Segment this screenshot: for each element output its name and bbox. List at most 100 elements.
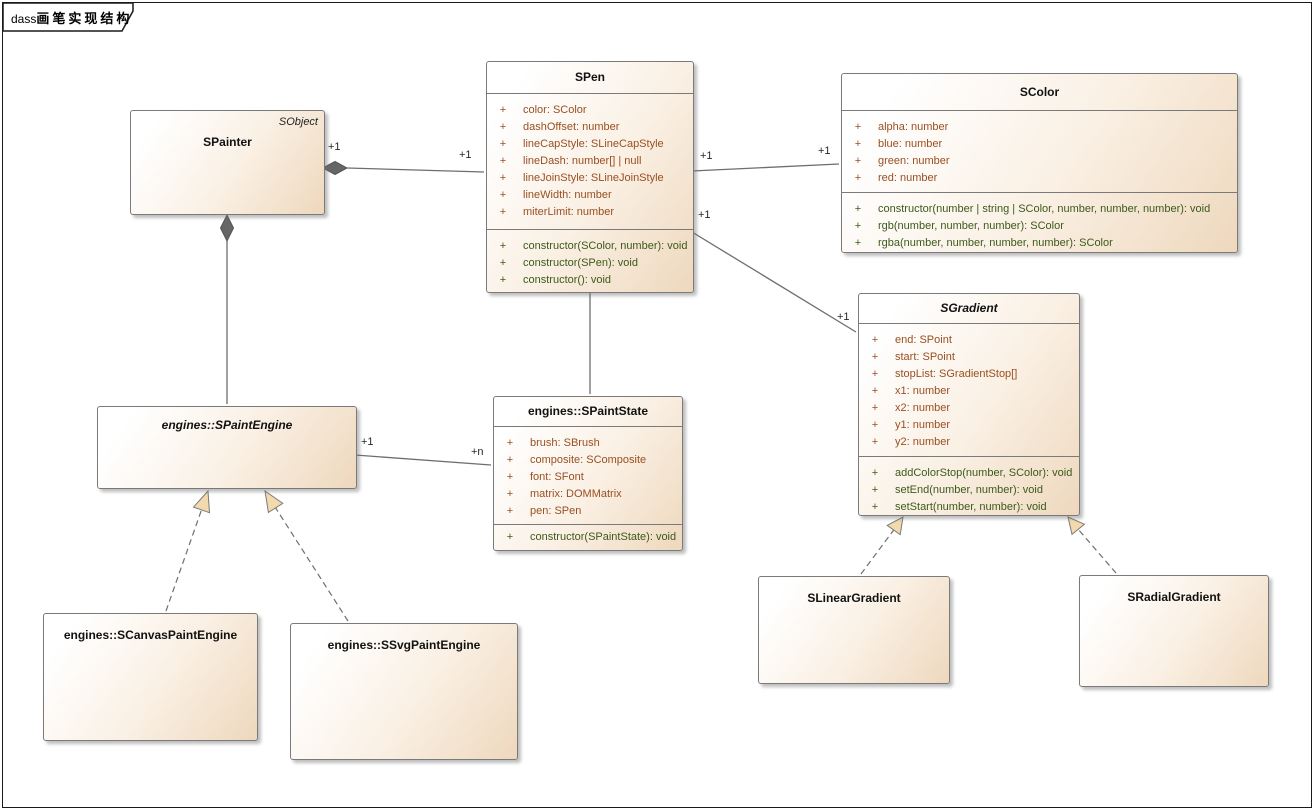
attribute-row[interactable]: +miterLimit: number	[499, 206, 615, 218]
title-compartment: engines::SCanvasPaintEngine	[44, 614, 257, 642]
class-title: SGradient	[940, 301, 998, 315]
title-compartment: engines::SPaintEngine	[98, 407, 356, 432]
class-title: engines::SSvgPaintEngine	[327, 638, 481, 652]
method-row[interactable]: +setStart(number, number): void	[871, 501, 1047, 513]
multiplicity-label: +1	[328, 141, 341, 153]
attribute-row[interactable]: +lineDash: number[] | null	[499, 155, 642, 167]
attribute-row[interactable]: +lineJoinStyle: SLineJoinStyle	[499, 172, 664, 184]
generalization-arrowhead	[264, 489, 284, 514]
class-title: SColor	[1019, 85, 1060, 99]
multiplicity-label: +1	[698, 209, 711, 221]
attribute-row[interactable]: +end: SPoint	[871, 334, 952, 346]
attribute-row[interactable]: +dashOffset: number	[499, 121, 620, 133]
attribute-row[interactable]: +lineWidth: number	[499, 189, 612, 201]
attribute-row[interactable]: +red: number	[854, 172, 938, 184]
generalization-slinear-sgradient[interactable]	[860, 516, 904, 575]
attribute-row[interactable]: +y2: number	[871, 436, 951, 448]
multiplicity-label: +1	[459, 149, 472, 161]
method-row[interactable]: +constructor(): void	[499, 274, 612, 286]
generalization-sradial-sgradient[interactable]	[1067, 516, 1117, 574]
attribute-row[interactable]: +color: SColor	[499, 104, 587, 116]
multiplicity-label: +1	[837, 311, 850, 323]
attribute-row[interactable]: +pen: SPen	[506, 505, 582, 517]
diagram-title: dass画笔实现结构	[11, 8, 132, 28]
class-title: SLinearGradient	[807, 591, 901, 605]
class-box-spaintengine[interactable]: engines::SPaintEngine	[97, 406, 357, 489]
class-title: SPen	[574, 70, 605, 84]
class-box-spaintstate[interactable]: engines::SPaintState +brush: SBrush +com…	[493, 396, 683, 551]
class-box-ssvg[interactable]: engines::SSvgPaintEngine	[290, 623, 518, 760]
title-compartment: SRadialGradient	[1080, 576, 1268, 604]
attribute-row[interactable]: +start: SPoint	[871, 351, 955, 363]
attributes-compartment: +color: SColor +dashOffset: number +line…	[487, 94, 693, 229]
attributes-compartment: +brush: SBrush +composite: SComposite +f…	[494, 427, 682, 524]
connector-spainter-spen[interactable]	[321, 160, 485, 176]
method-row[interactable]: +constructor(number | string | SColor, n…	[854, 203, 1211, 215]
class-title: engines::SPaintEngine	[161, 418, 293, 432]
method-row[interactable]: +addColorStop(number, SColor): void	[871, 467, 1073, 479]
multiplicity-label: +n	[471, 446, 484, 458]
attribute-row[interactable]: +x1: number	[871, 385, 951, 397]
class-box-slinear[interactable]: SLinearGradient	[758, 576, 950, 684]
title-compartment: engines::SPaintState	[494, 397, 682, 427]
generalization-scanvas-spaintengine[interactable]	[165, 489, 211, 612]
attribute-row[interactable]: +y1: number	[871, 419, 951, 431]
class-title: engines::SCanvasPaintEngine	[63, 628, 238, 642]
attribute-row[interactable]: +green: number	[854, 155, 950, 167]
connector-spen-scolor[interactable]	[691, 163, 840, 172]
class-box-scanvas[interactable]: engines::SCanvasPaintEngine	[43, 613, 258, 741]
title-compartment: SPen	[487, 62, 693, 94]
attributes-compartment: +end: SPoint +start: SPoint +stopList: S…	[859, 324, 1079, 456]
methods-compartment: +constructor(number | string | SColor, n…	[842, 192, 1237, 252]
method-row[interactable]: +constructor(SPen): void	[499, 257, 638, 269]
title-compartment: SObject SPainter	[131, 111, 324, 149]
attribute-row[interactable]: +composite: SComposite	[506, 454, 647, 466]
multiplicity-label: +1	[361, 436, 374, 448]
class-title: SPainter	[203, 135, 252, 149]
method-row[interactable]: +rgb(number, number, number): SColor	[854, 220, 1064, 232]
class-title: engines::SPaintState	[527, 404, 649, 418]
attribute-row[interactable]: +font: SFont	[506, 471, 584, 483]
attribute-row[interactable]: +alpha: number	[854, 121, 949, 133]
stereotype-label: SObject	[278, 116, 318, 128]
diagram-kind-label: dass	[11, 12, 37, 26]
connector-spaintengine-spaintstate[interactable]	[354, 454, 492, 466]
method-row[interactable]: +rgba(number, number, number, number): S…	[854, 237, 1113, 249]
class-box-scolor[interactable]: SColor +alpha: number +blue: number +gre…	[841, 73, 1238, 253]
diagram-frame-tab	[3, 3, 134, 32]
method-row[interactable]: +setEnd(number, number): void	[871, 484, 1043, 496]
class-title: SRadialGradient	[1127, 590, 1221, 604]
title-compartment: engines::SSvgPaintEngine	[291, 624, 517, 652]
attribute-row[interactable]: +matrix: DOMMatrix	[506, 488, 622, 500]
connector-spen-sgradient[interactable]	[691, 231, 857, 333]
title-compartment: SColor	[842, 74, 1237, 111]
multiplicity-label: +1	[700, 150, 713, 162]
class-box-spainter[interactable]: SObject SPainter	[130, 110, 325, 215]
generalization-arrowhead	[1067, 516, 1086, 536]
class-box-sgradient[interactable]: SGradient +end: SPoint +start: SPoint +s…	[858, 293, 1080, 516]
generalization-arrowhead	[192, 489, 211, 514]
methods-compartment: +constructor(SColor, number): void +cons…	[487, 229, 693, 292]
attribute-row[interactable]: +brush: SBrush	[506, 437, 600, 449]
method-row[interactable]: +constructor(SColor, number): void	[499, 240, 688, 252]
attributes-compartment: +alpha: number +blue: number +green: num…	[842, 111, 1237, 192]
diagram-name-label: 画笔实现结构	[36, 11, 133, 26]
composition-diamond	[321, 160, 349, 176]
attribute-row[interactable]: +stopList: SGradientStop[]	[871, 368, 1018, 380]
method-row[interactable]: +constructor(SPaintState): void	[506, 531, 677, 543]
attribute-row[interactable]: +lineCapStyle: SLineCapStyle	[499, 138, 664, 150]
attribute-row[interactable]: +x2: number	[871, 402, 951, 414]
attribute-row[interactable]: +blue: number	[854, 138, 943, 150]
connector-layer	[165, 160, 1117, 622]
generalization-ssvg-spaintengine[interactable]	[264, 489, 349, 622]
title-compartment: SLinearGradient	[759, 577, 949, 605]
class-box-spen[interactable]: SPen +color: SColor +dashOffset: number …	[486, 61, 694, 293]
generalization-arrowhead	[886, 516, 904, 536]
class-box-sradial[interactable]: SRadialGradient	[1079, 575, 1269, 687]
methods-compartment: +constructor(SPaintState): void	[494, 524, 682, 550]
connector-spainter-spaintengine[interactable]	[219, 213, 235, 404]
multiplicity-label: +1	[818, 145, 831, 157]
title-compartment: SGradient	[859, 294, 1079, 324]
composition-diamond	[219, 213, 235, 243]
